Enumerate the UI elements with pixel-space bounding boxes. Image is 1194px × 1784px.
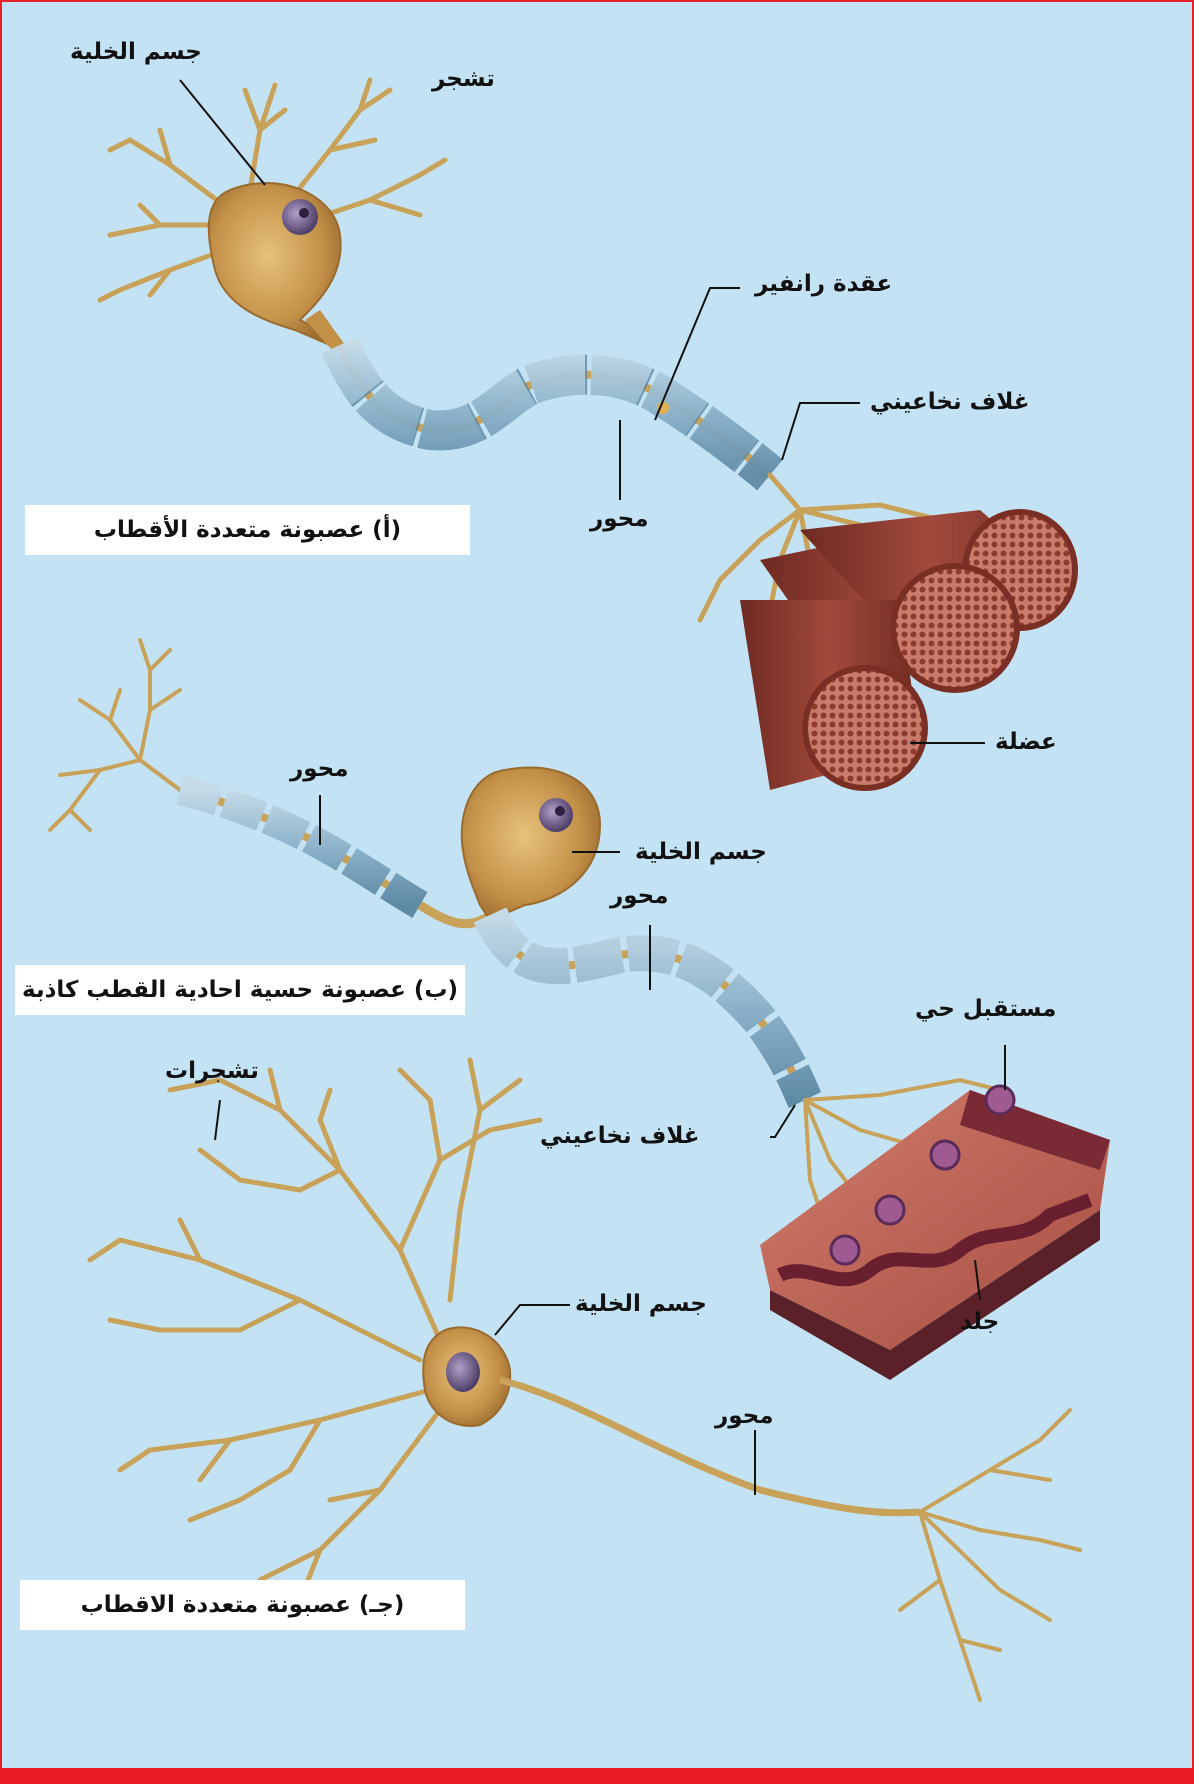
- neuron-c-nucleus: [446, 1352, 480, 1392]
- label-a-cell-body: جسم الخلية: [70, 38, 202, 66]
- label-b-cell-body: جسم الخلية: [635, 838, 767, 866]
- neuron-b-skin: [760, 1090, 1110, 1380]
- neuron-b-myelin-right: [490, 915, 805, 1100]
- neuron-b-dendrites: [50, 640, 180, 830]
- caption-a: (أ) عصبونة متعددة الأقطاب: [25, 505, 470, 555]
- label-b-receptor: مستقبل حي: [915, 995, 1056, 1023]
- label-c-axon: محور: [715, 1402, 773, 1430]
- neuron-c-axon-terminals: [900, 1410, 1080, 1700]
- label-a-myelin-sheath: غلاف نخاعيني: [870, 388, 1030, 416]
- label-a-node-of-ranvier: عقدة رانفير: [755, 270, 892, 298]
- label-a-dendrite: تشجر: [432, 65, 495, 93]
- caption-c: (جـ) عصبونة متعددة الاقطاب: [20, 1580, 465, 1630]
- label-a-muscle: عضلة: [995, 728, 1057, 756]
- label-a-axon: محور: [590, 505, 648, 533]
- label-b-myelin-sheath: غلاف نخاعيني: [540, 1122, 700, 1150]
- neuron-a-myelin-sheath: [340, 345, 770, 475]
- label-b-axon-right: محور: [610, 882, 668, 910]
- label-c-cell-body: جسم الخلية: [575, 1290, 707, 1318]
- neuron-a: [100, 80, 1075, 790]
- neuron-b-nucleus: [539, 798, 573, 832]
- neuron-a-nucleus: [282, 199, 318, 235]
- label-b-skin: جلد: [960, 1308, 999, 1336]
- neuron-b-cell-body: [462, 767, 600, 920]
- bottom-red-bar: [0, 1768, 1194, 1784]
- neuron-c-axon: [500, 1380, 920, 1513]
- neuron-b-myelin-left: [180, 790, 420, 905]
- label-c-dendrites: تشجرات: [165, 1057, 259, 1085]
- label-b-axon-left: محور: [290, 755, 348, 783]
- caption-b: (ب) عصبونة حسية احادية القطب كاذبة: [15, 965, 465, 1015]
